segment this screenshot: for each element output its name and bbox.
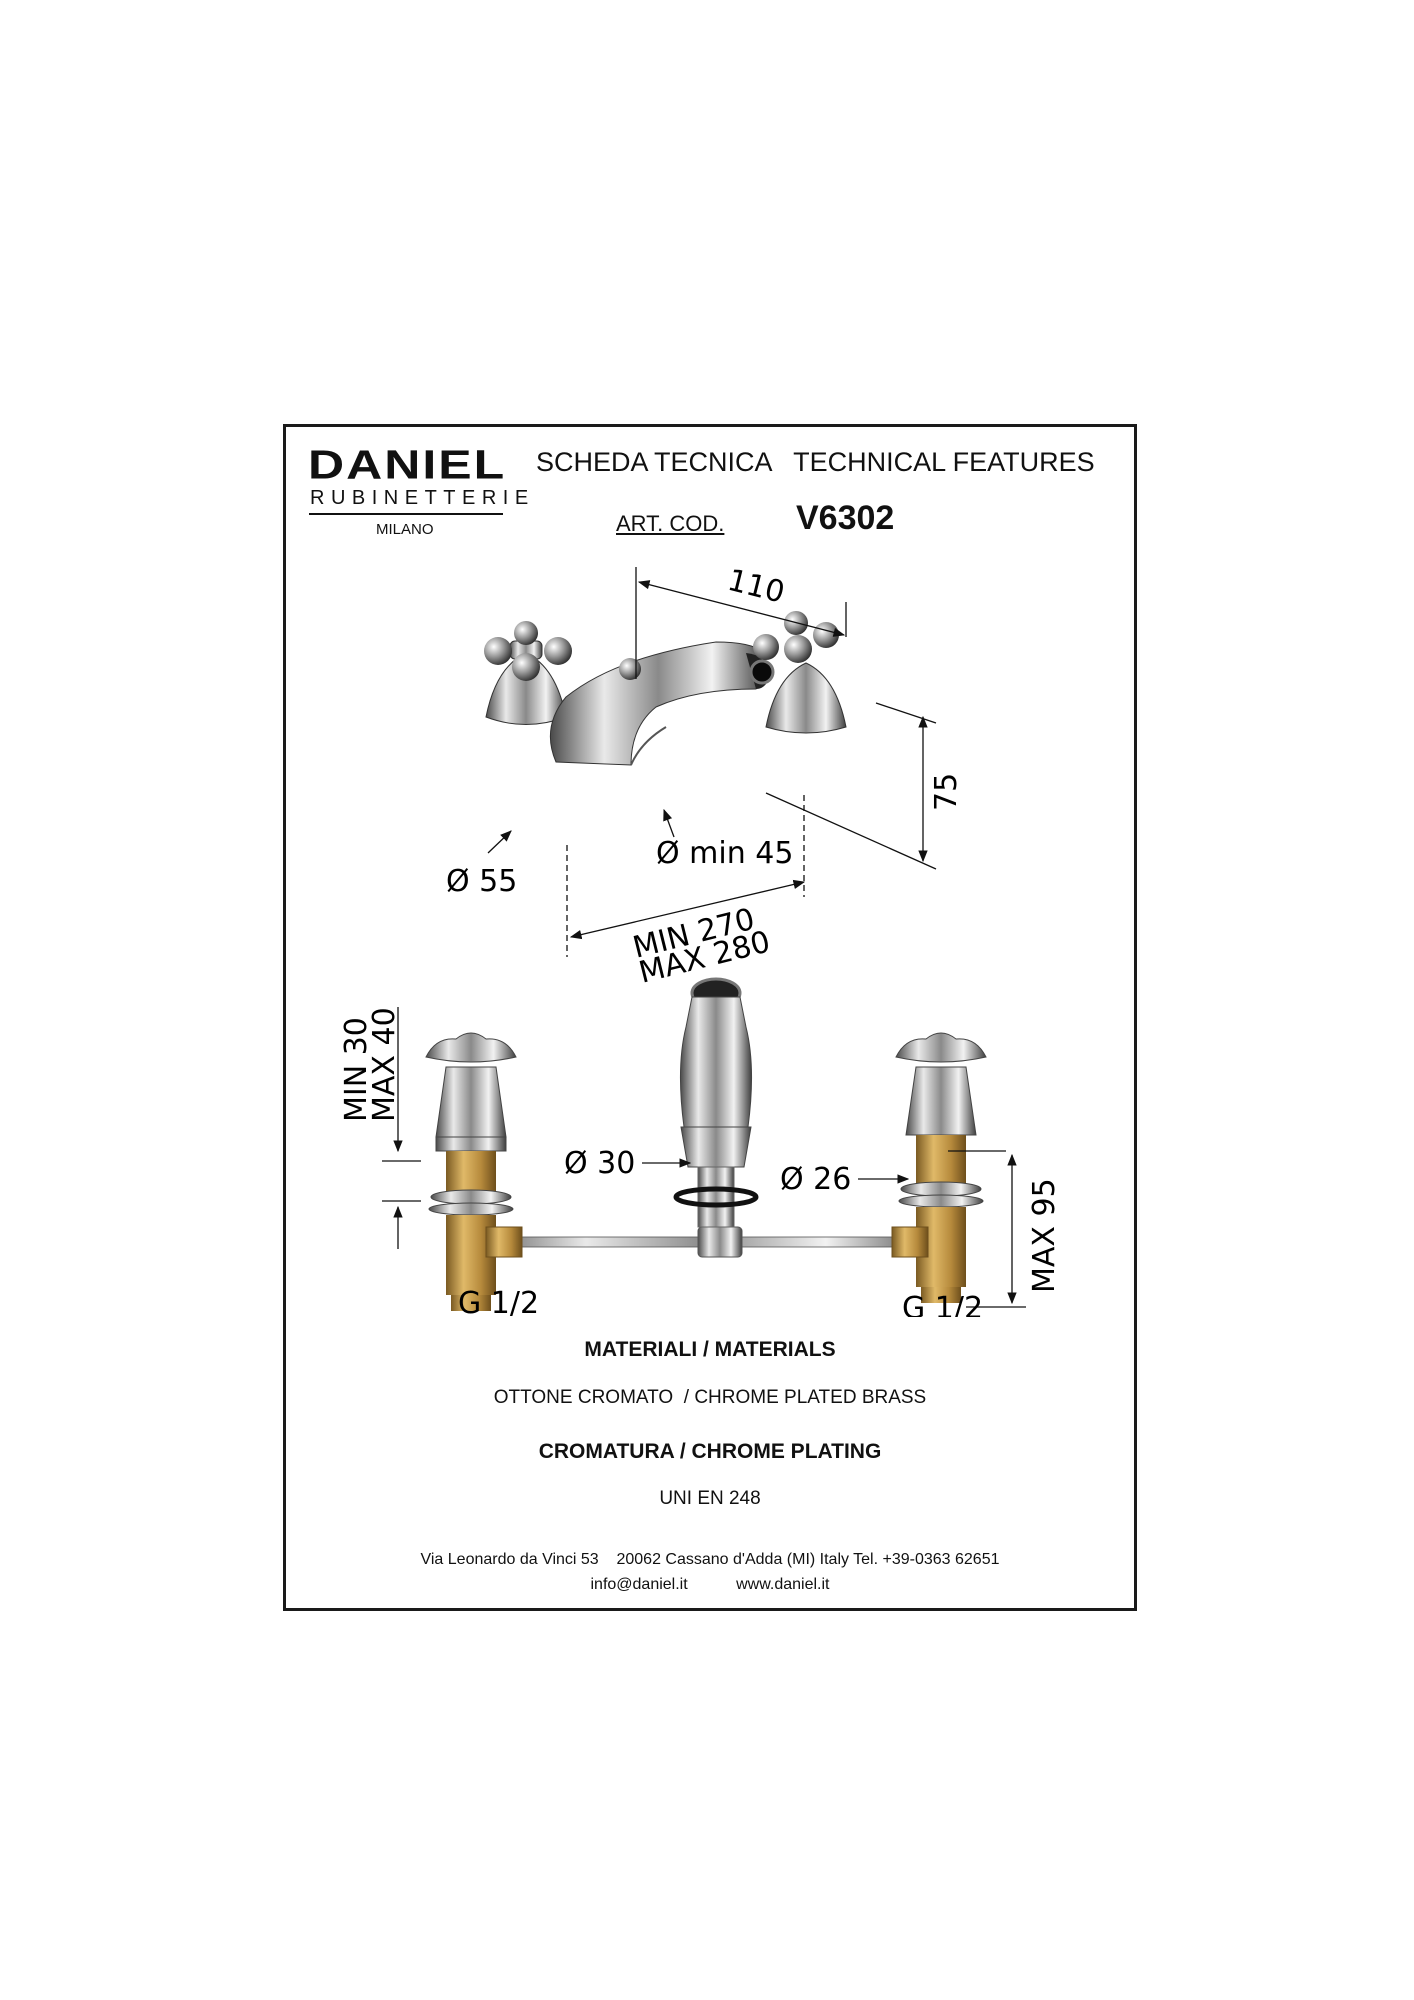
plating-text: UNI EN 248: [659, 1488, 761, 1509]
sheet-title: SCHEDA TECNICA TECHNICAL FEATURES: [536, 447, 1095, 477]
footer-website[interactable]: www.daniel.it: [736, 1576, 830, 1593]
footer-contact: info@daniel.it www.daniel.it: [286, 1576, 1134, 1594]
left-handle-illustration: [484, 621, 572, 725]
left-valve-illustration: [425, 1032, 523, 1311]
faucet-perspective-view: 110 75 Ø 55 Ø min 45 MIN 270 MAX 280: [446, 563, 964, 991]
footer-email[interactable]: info@daniel.it: [590, 1576, 688, 1593]
faucet-front-view: MIN 30 MAX 40 Ø 30 Ø 26 MAX 95 G 1/2 G 1…: [339, 977, 1062, 1317]
front-spout-illustration: [673, 977, 759, 1228]
article-code: V6302: [796, 499, 895, 537]
dim-thread-left: G 1/2: [458, 1286, 539, 1317]
brand-subtitle: RUBINETTERIE: [310, 487, 535, 509]
article-code-label: ART. COD.: [616, 511, 725, 536]
dim-height: 75: [929, 773, 964, 811]
materials-heading: MATERIALI / MATERIALS: [584, 1338, 836, 1361]
dim-shank-length: MAX 95: [1027, 1178, 1062, 1293]
materials-text: OTTONE CROMATO / CHROME PLATED BRASS: [493, 1387, 927, 1408]
spout-illustration: [549, 641, 775, 766]
technical-sheet: DANIEL RUBINETTERIE MILANO SCHEDA TECNIC…: [283, 424, 1137, 1611]
dim-spout-shank: Ø 30: [564, 1146, 635, 1181]
footer-address: Via Leonardo da Vinci 53 20062 Cassano d…: [420, 1551, 1000, 1568]
plating-heading: CROMATURA / CHROME PLATING: [538, 1440, 882, 1463]
dim-hole-diameter: Ø min 45: [656, 836, 793, 871]
brand-city: MILANO: [376, 521, 434, 538]
dim-deck-min: MIN 30: [339, 1017, 374, 1122]
dim-deck-max: MAX 40: [367, 1007, 402, 1122]
dim-thread-right: G 1/2: [902, 1291, 983, 1317]
faucet-technical-drawing: 110 75 Ø 55 Ø min 45 MIN 270 MAX 280: [339, 563, 1062, 1317]
logo-divider: [309, 513, 503, 515]
brand-logo: DANIEL: [308, 441, 507, 488]
dim-handle-diameter: Ø 55: [446, 864, 517, 899]
dim-valve-shank: Ø 26: [780, 1162, 851, 1197]
right-handle-illustration: [619, 611, 847, 734]
dim-spout-length: 110: [724, 563, 788, 611]
right-valve-illustration: [891, 1032, 987, 1303]
